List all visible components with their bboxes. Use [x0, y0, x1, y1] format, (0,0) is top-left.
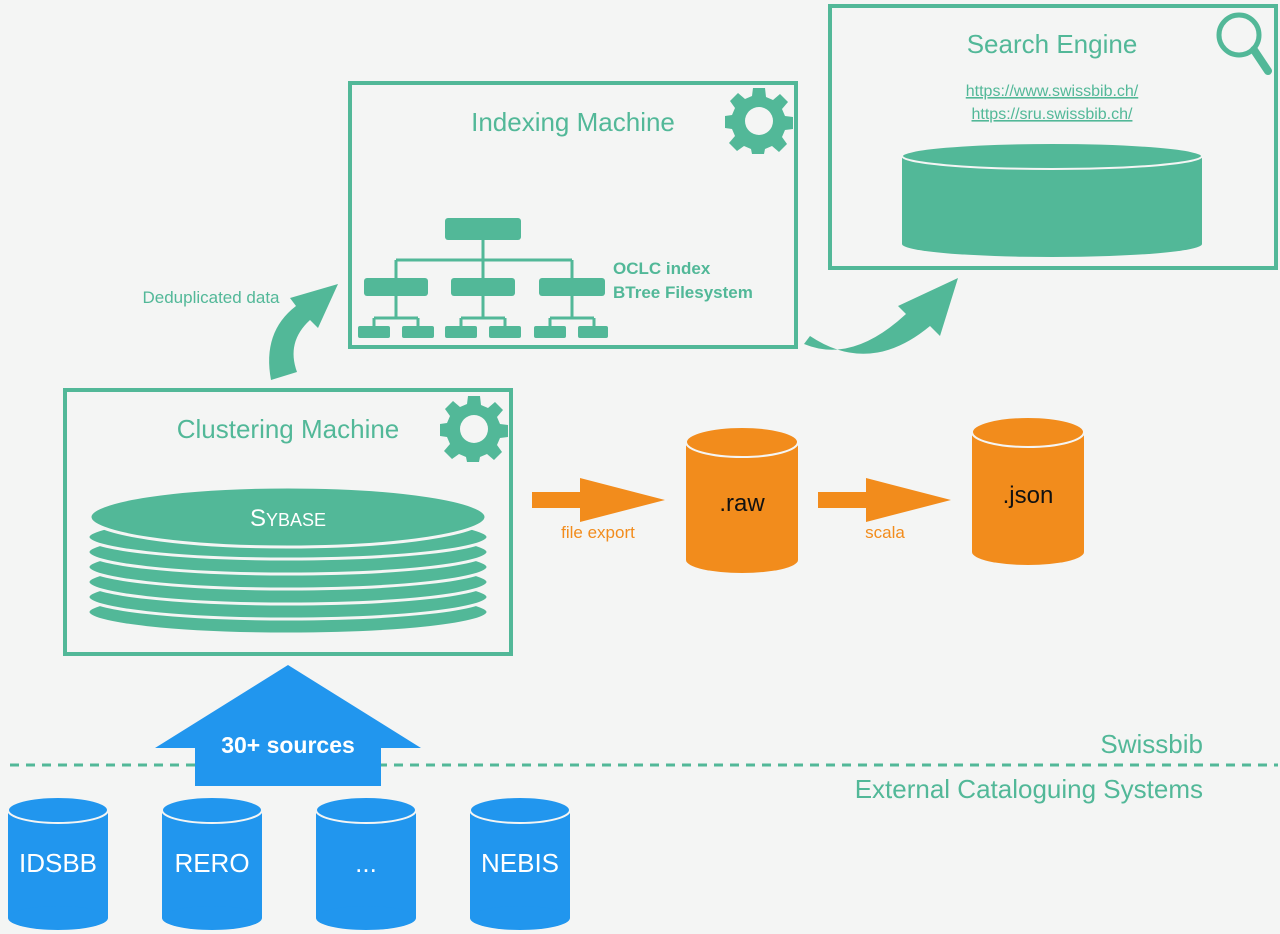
search-engine-link-sru[interactable]: https://sru.swissbib.ch/: [972, 106, 1134, 123]
sources-label: 30+ sources: [221, 732, 355, 758]
clustering-machine-title: Clustering Machine: [177, 414, 400, 444]
source-label-idsbb: IDSBB: [19, 848, 97, 878]
sybase-label: SYBASE: [250, 505, 326, 532]
file-export-label: file export: [561, 523, 635, 542]
source-label-more: ...: [355, 848, 377, 878]
zone-label-swissbib: Swissbib: [1100, 729, 1203, 759]
indexing-machine-frame: [348, 81, 798, 349]
index-label-btree: BTree Filesystem: [613, 283, 753, 302]
scala-label: scala: [865, 523, 905, 542]
raw-cylinder: [685, 426, 799, 573]
scala-arrow: [818, 478, 951, 522]
magnifier-icon: [1216, 12, 1272, 75]
zone-label-external: External Cataloguing Systems: [855, 774, 1203, 804]
indexing-machine-title: Indexing Machine: [471, 107, 675, 137]
gear-icon: [725, 88, 793, 154]
indexing-machine-box: Indexing Machine: [348, 81, 798, 349]
file-export-arrow: [532, 478, 665, 522]
index-label-oclc: OCLC index: [613, 259, 711, 278]
gear-icon: [440, 396, 508, 462]
source-label-nebis: NEBIS: [481, 848, 559, 878]
sources-arrow: [155, 665, 421, 786]
search-engine-title: Search Engine: [967, 29, 1138, 59]
source-cylinder-more: [315, 796, 417, 930]
search-engine-box: Search Engine https://www.swissbib.ch/ h…: [828, 4, 1278, 270]
dedup-arrow: [269, 284, 338, 380]
raw-label: .raw: [719, 490, 765, 517]
dedup-label: Deduplicated data: [142, 288, 280, 307]
sybase-stack-icon: [86, 485, 490, 636]
clustering-machine-box: Clustering Machine SYBASE: [63, 388, 513, 656]
source-cylinder-nebis: [469, 796, 571, 930]
search-index-cylinder: [901, 142, 1203, 257]
source-cylinder-idsbb: [7, 796, 109, 930]
indexing-to-search-arrow: [804, 278, 958, 354]
search-engine-link-www[interactable]: https://www.swissbib.ch/: [966, 83, 1139, 100]
clustering-machine-frame: [63, 388, 513, 656]
search-engine-frame: [828, 4, 1278, 270]
btree-icon: [358, 218, 608, 338]
json-cylinder: [971, 416, 1085, 565]
source-cylinder-rero: [161, 796, 263, 930]
source-label-rero: RERO: [174, 848, 249, 878]
json-label: .json: [1003, 482, 1054, 509]
